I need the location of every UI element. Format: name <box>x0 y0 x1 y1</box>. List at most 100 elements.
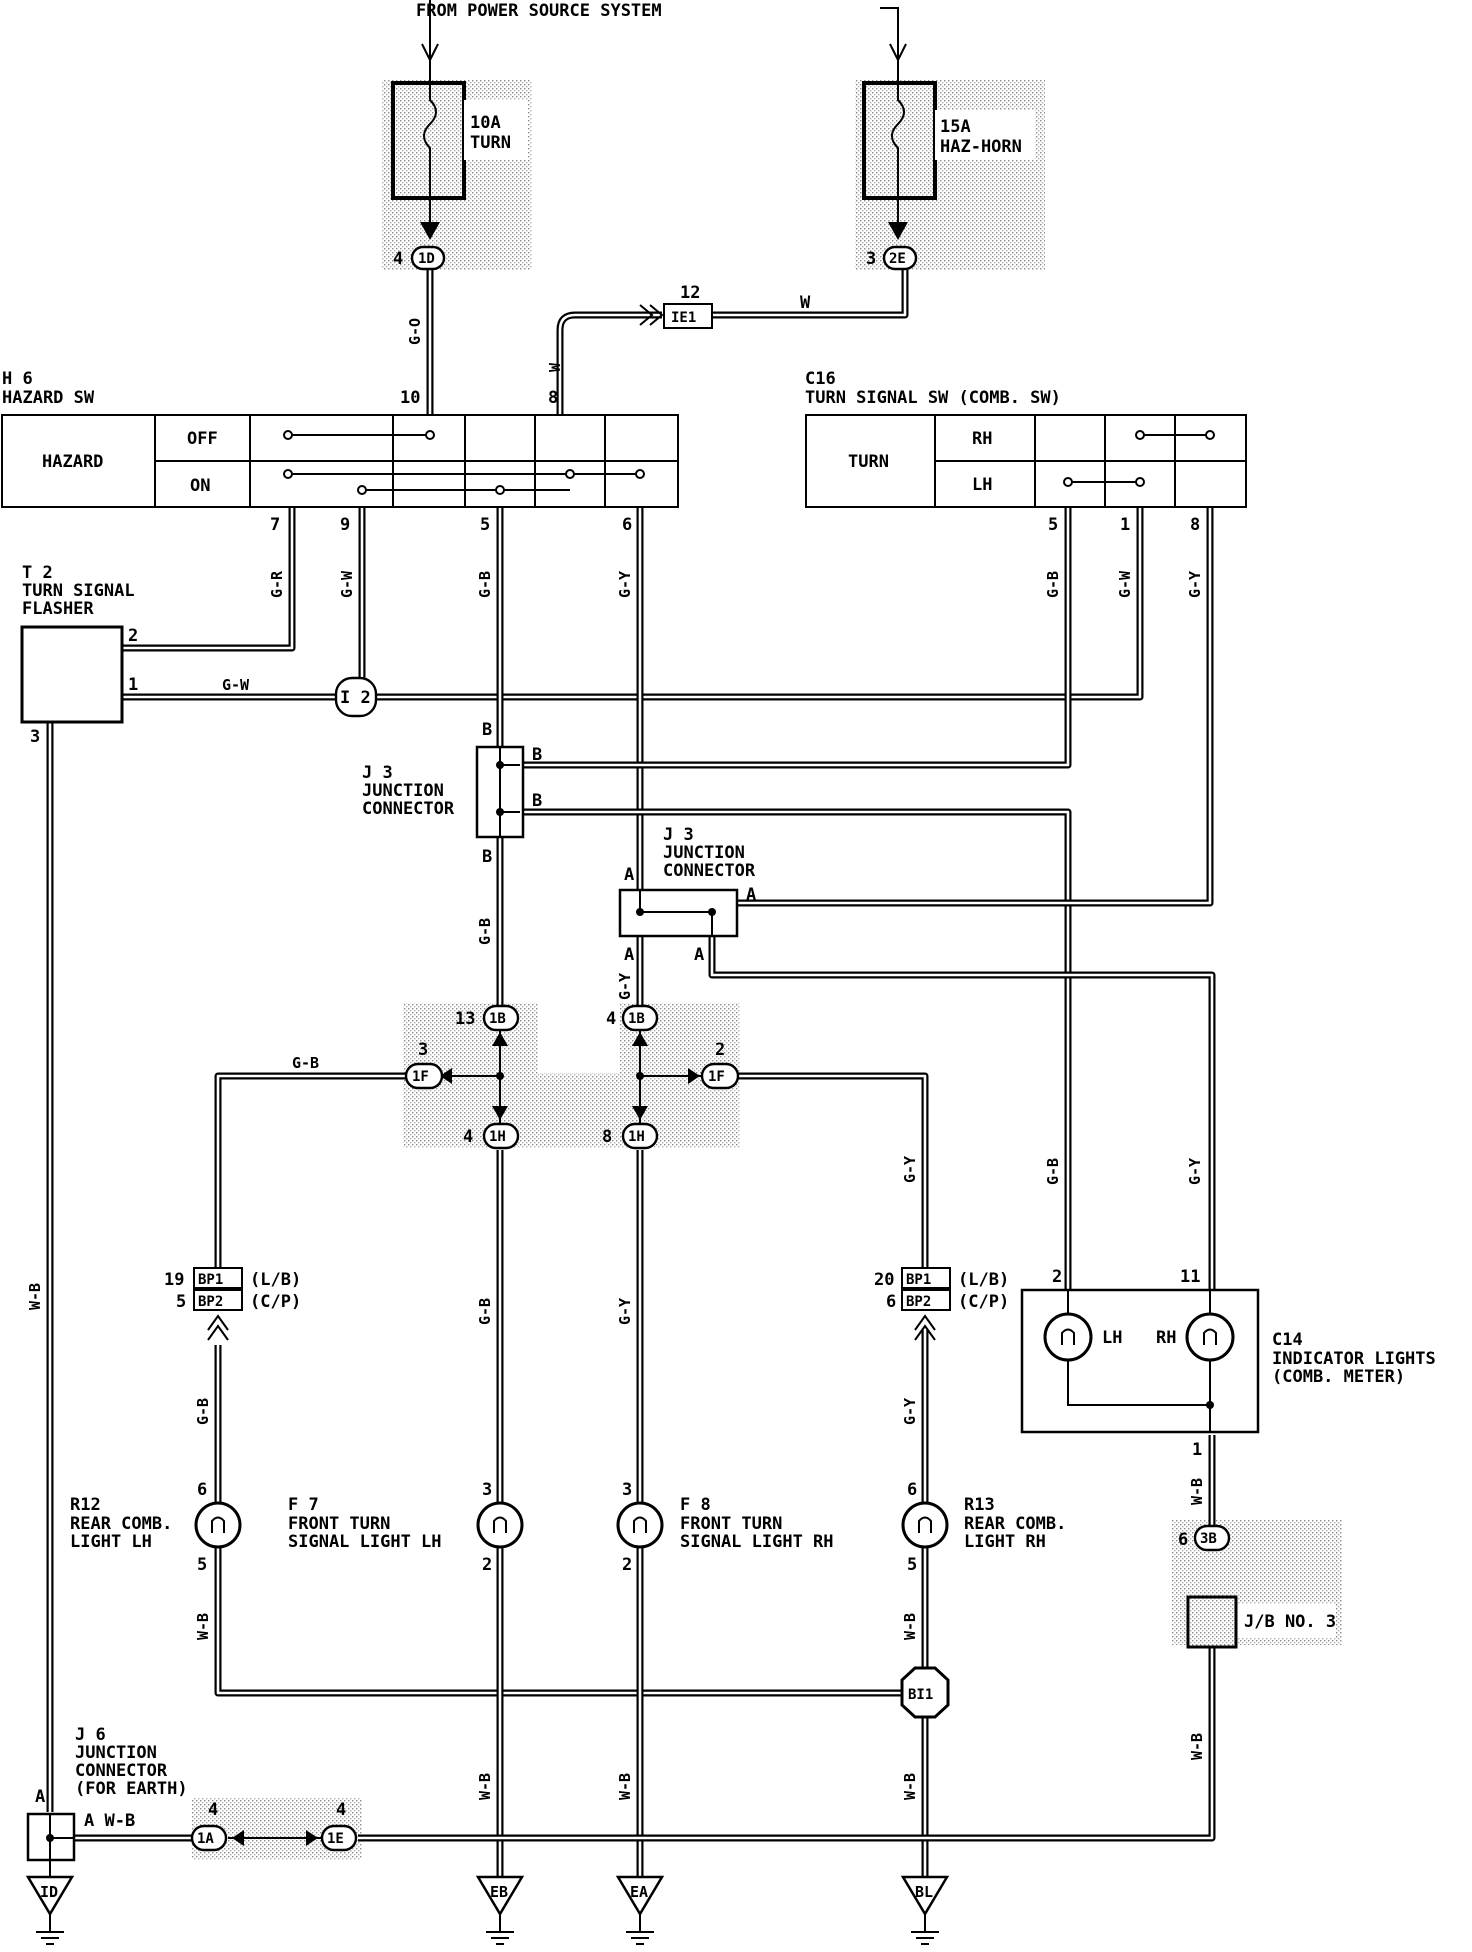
wire-label-gw-hazard: G-W <box>338 570 356 598</box>
j3b-name2: CONNECTOR <box>362 799 455 819</box>
hazard-switch-name: HAZARD SW <box>2 388 95 408</box>
jb-no3: 3B 6 J/B NO. 3 <box>1178 1524 1336 1649</box>
r12-name1: REAR COMB. <box>70 1514 172 1534</box>
fuse-turn-amp: 10A <box>470 113 501 133</box>
turn-pin-8: 8 <box>1190 515 1200 535</box>
connector-ie1-pin: 12 <box>680 283 700 303</box>
r12-pin-top: 6 <box>197 1480 207 1500</box>
connector-1h-right: 1H <box>628 1129 645 1145</box>
hazard-pin-6: 6 <box>622 515 632 535</box>
wire-label-wb-bl: W-B <box>901 1773 919 1800</box>
connector-1b-right: 1B <box>628 1011 645 1027</box>
j3a-term-right: A <box>746 885 756 905</box>
wire-label-wb-r12: W-B <box>194 1613 212 1640</box>
ground-bl: BL <box>900 1875 950 1945</box>
wire-label-wb-jb3: W-B <box>1188 1733 1206 1760</box>
turn-switch-code: C16 <box>805 369 836 389</box>
r12-code: R12 <box>70 1495 101 1515</box>
fuse-haz-amp: 15A <box>940 117 971 137</box>
hazard-pin-10: 10 <box>400 388 420 408</box>
connector-1h-left: 1H <box>489 1129 506 1145</box>
turn-switch-name: TURN SIGNAL SW (COMB. SW) <box>805 388 1061 408</box>
j3a-name2: CONNECTOR <box>663 861 756 881</box>
connector-1e: 1E <box>327 1831 344 1847</box>
bp1-right-note: (L/B) <box>958 1270 1009 1290</box>
f8-name2: SIGNAL LIGHT RH <box>680 1532 834 1552</box>
bp1-right-label: BP1 <box>906 1272 931 1288</box>
connector-1d <box>410 245 446 271</box>
turn-signal-flasher: T 2 TURN SIGNAL FLASHER 2 1 3 <box>20 563 138 747</box>
j3b-term-r2: B <box>532 791 542 811</box>
flasher-pin-2: 2 <box>128 626 138 646</box>
wire-label-w-hazard: W <box>546 362 564 372</box>
indicator-name1: INDICATOR LIGHTS <box>1272 1349 1436 1369</box>
connector-1d-pin: 4 <box>393 249 403 269</box>
wire-label-gy-turn: G-Y <box>1186 571 1204 598</box>
connector-1a-pin: 4 <box>208 1800 218 1820</box>
wire-label-gy-ind: G-Y <box>1186 1158 1204 1185</box>
f8-pin-bottom: 2 <box>622 1555 632 1575</box>
turn-signal-switch: C16 TURN SIGNAL SW (COMB. SW) TURN RH LH… <box>805 369 1247 535</box>
hazard-switch-code: H 6 <box>2 369 33 389</box>
flasher-name1: TURN SIGNAL <box>22 581 135 601</box>
connector-1f-left: 1F <box>412 1069 429 1085</box>
bp2-right-label: BP2 <box>906 1294 931 1310</box>
wire-label-gb-ind: G-B <box>1044 1158 1062 1185</box>
wire-label-gb-turn: G-B <box>1044 571 1062 598</box>
bp2-left-label: BP2 <box>198 1294 223 1310</box>
bp1-left-note: (L/B) <box>250 1270 301 1290</box>
splice-block-left: 1B 13 1F 3 1H 4 <box>404 1004 520 1150</box>
j3b-name1: JUNCTION <box>362 781 444 801</box>
connector-2e-label: 2E <box>889 251 906 267</box>
j6-name3: (FOR EARTH) <box>75 1779 188 1799</box>
hazard-switch: H 6 HAZARD SW HAZARD OFF ON 10 8 7 9 5 6 <box>1 369 679 535</box>
indicator-lights: 2 11 LH RH C14 INDICATOR LIGHTS (COMB. M… <box>1020 1267 1436 1460</box>
wire-label-wb-r13: W-B <box>901 1613 919 1640</box>
j3a-term-bottom-r: A <box>694 945 704 965</box>
splice-i2: I 2 <box>334 676 378 718</box>
wire-label-wb-f7: W-B <box>476 1773 494 1800</box>
ground-eb: EB <box>475 1875 525 1945</box>
junction-connector-j3-b: B B B B J 3 JUNCTION CONNECTOR <box>362 720 542 867</box>
hazard-switch-label: HAZARD <box>42 452 103 472</box>
hazard-switch-on: ON <box>190 476 210 496</box>
j3a-term-bottom-l: A <box>624 945 634 965</box>
bp2-right-pin: 6 <box>886 1292 896 1312</box>
connector-3b-pin: 6 <box>1178 1530 1188 1550</box>
flasher-name2: FLASHER <box>22 599 94 619</box>
flasher-code: T 2 <box>22 563 53 583</box>
bp1-left-label: BP1 <box>198 1272 223 1288</box>
hazard-pin-8: 8 <box>548 388 558 408</box>
bp2-left-pin: 5 <box>176 1292 186 1312</box>
turn-pin-1: 1 <box>1120 515 1130 535</box>
wire-label-gy-hazard: G-Y <box>616 571 634 598</box>
indicator-pin-1: 1 <box>1192 1440 1202 1460</box>
connector-1f-right-pin: 2 <box>715 1040 725 1060</box>
j6-code: J 6 <box>75 1725 106 1745</box>
wire-label-wb-flasher: W-B <box>26 1283 44 1310</box>
ground-id-label: ID <box>40 1883 58 1901</box>
connector-3b: 3B <box>1200 1531 1217 1547</box>
connector-1d-label: 1D <box>418 251 435 267</box>
lamp-r13: 6 5 R13 REAR COMB. LIGHT RH <box>901 1480 1066 1575</box>
wire-label-gb-f7: G-B <box>476 1298 494 1325</box>
hazard-pin-7: 7 <box>270 515 280 535</box>
ground-eb-label: EB <box>490 1883 508 1901</box>
indicator-rh: RH <box>1156 1328 1176 1348</box>
j3b-term-bottom: B <box>482 847 492 867</box>
j6-name1: JUNCTION <box>75 1743 157 1763</box>
wire-label-gb-hazard: G-B <box>476 571 494 598</box>
r12-pin-bottom: 5 <box>197 1555 207 1575</box>
ground-ea-label: EA <box>630 1883 648 1901</box>
j3b-term-r1: B <box>532 745 542 765</box>
indicator-name2: (COMB. METER) <box>1272 1367 1405 1387</box>
j3b-code: J 3 <box>362 763 393 783</box>
j6-term-wire: A W-B <box>84 1811 135 1831</box>
f8-pin-top: 3 <box>622 1480 632 1500</box>
r13-name1: REAR COMB. <box>964 1514 1066 1534</box>
f7-pin-top: 3 <box>482 1480 492 1500</box>
flasher-pin-1: 1 <box>128 675 138 695</box>
hazard-switch-off: OFF <box>187 429 218 449</box>
r13-code: R13 <box>964 1495 995 1515</box>
